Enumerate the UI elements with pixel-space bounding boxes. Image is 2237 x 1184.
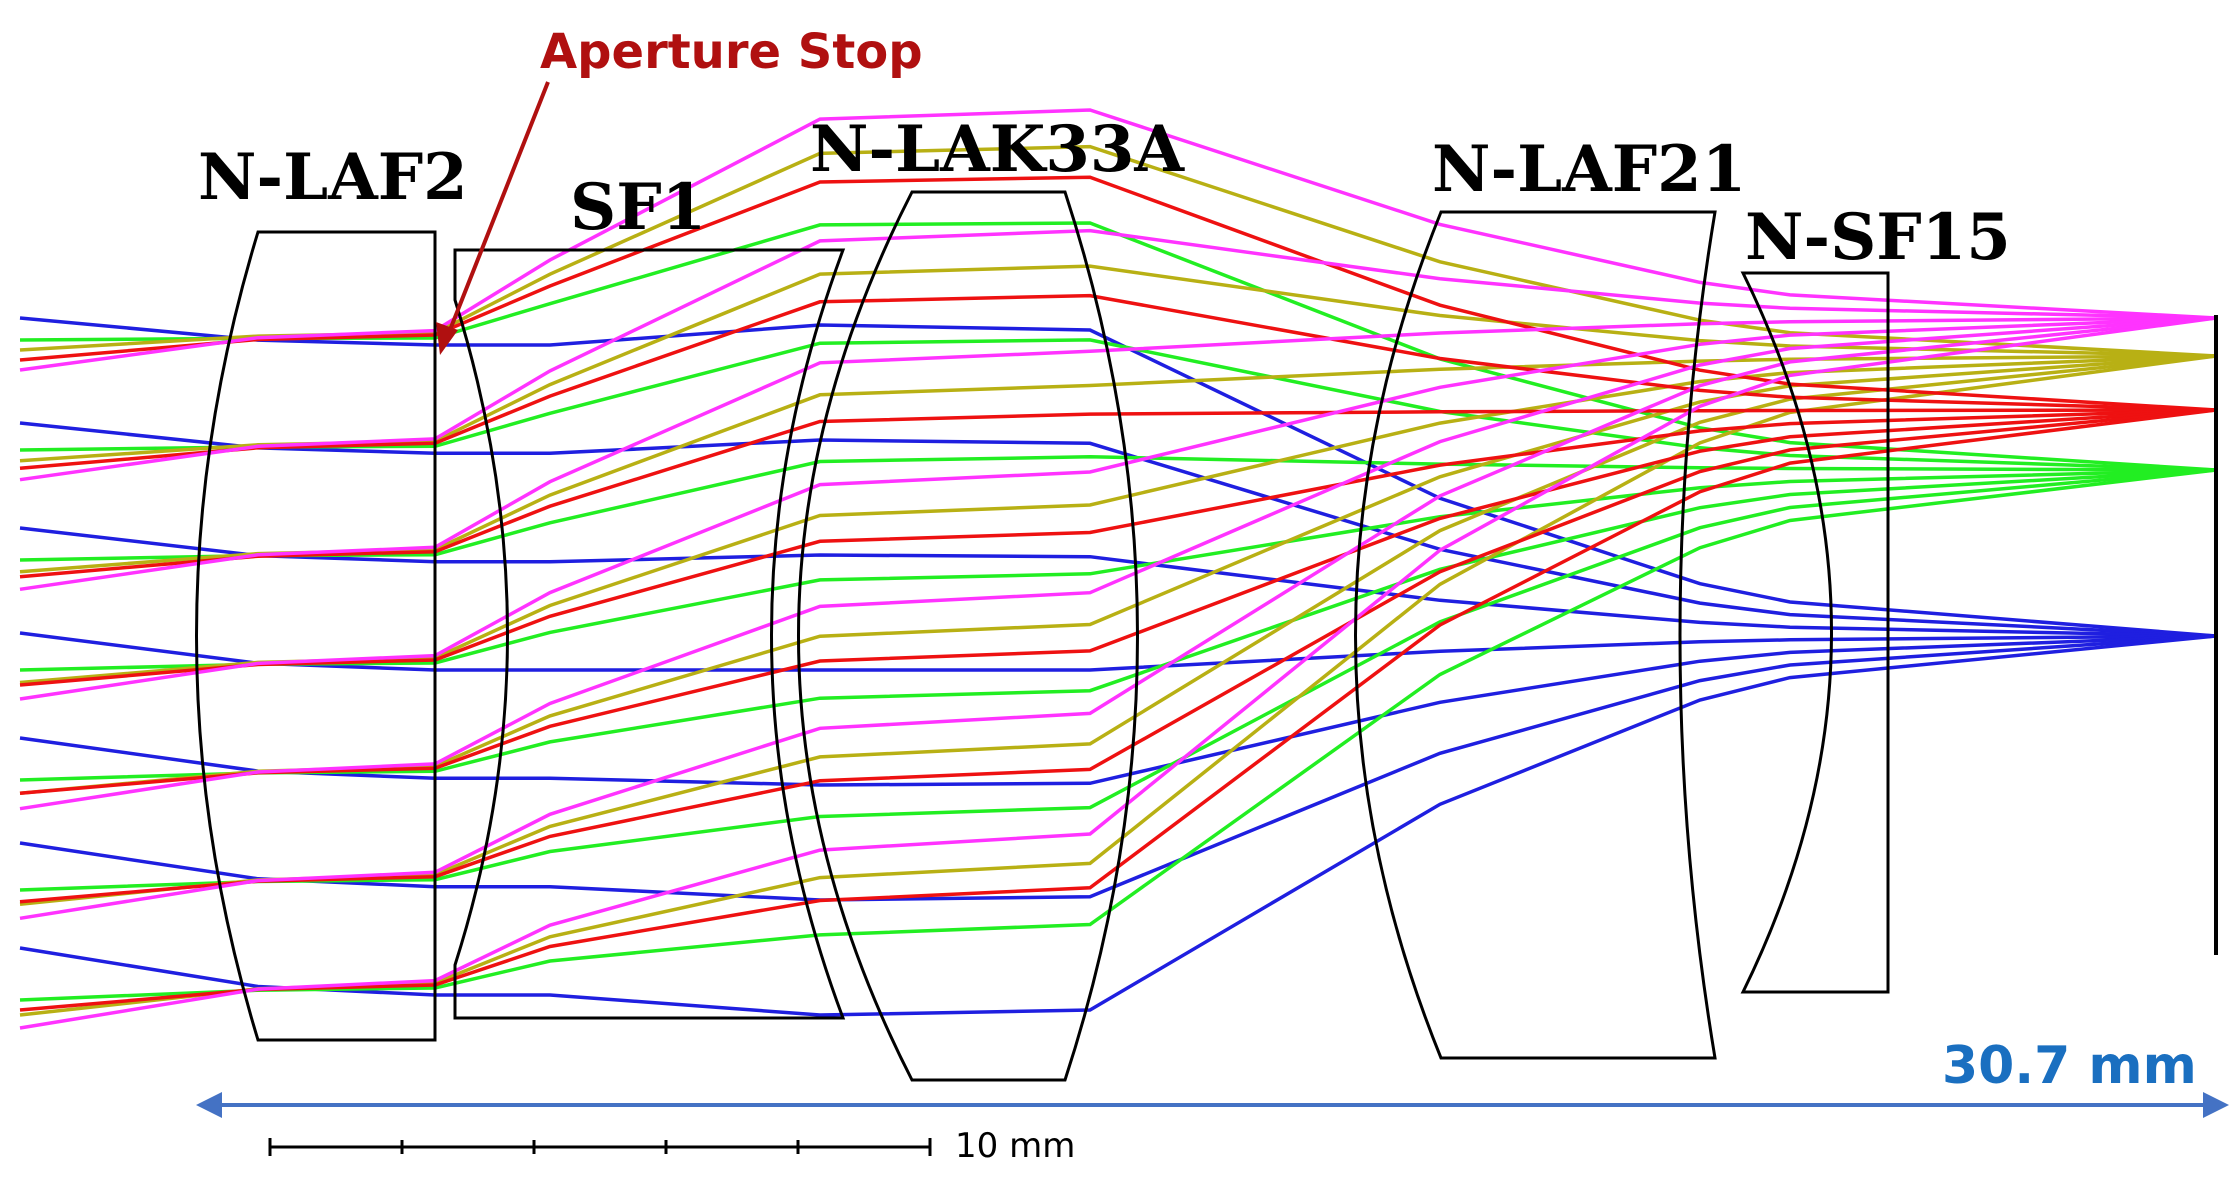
aperture-stop-label: Aperture Stop <box>540 24 923 80</box>
ray-magenta <box>19 108 2217 372</box>
ray-green <box>19 468 2217 1002</box>
lens-n-laf2-outline <box>195 230 437 1042</box>
total-length-label: 30.7 mm <box>1942 1036 2197 1096</box>
lens-sf1-outline <box>453 248 846 1020</box>
ray-blue <box>19 634 2217 902</box>
ray-blue <box>19 634 2217 787</box>
ray-blue <box>19 526 2217 638</box>
lens-n-lak33a-outline <box>797 190 1139 1082</box>
ray-red <box>19 408 2217 687</box>
ray-magenta <box>19 316 2217 1030</box>
ray-blue <box>19 631 2217 672</box>
ray-magenta <box>19 316 2217 811</box>
aperture-stop-arrow <box>436 81 550 355</box>
ray-magenta <box>19 316 2217 921</box>
lens-label-n-sf15: N-SF15 <box>1745 200 2011 275</box>
ray-blue <box>19 421 2217 638</box>
ray-red <box>19 175 2217 412</box>
ray-red <box>19 293 2217 471</box>
ray-magenta <box>19 316 2217 701</box>
scale-bar-label: 10 mm <box>955 1126 1076 1166</box>
ray-traces <box>19 108 2217 1030</box>
total-length-arrow <box>196 1092 2229 1118</box>
lens-label-n-laf21: N-LAF21 <box>1432 132 1747 207</box>
ray-magenta <box>19 228 2217 482</box>
ray-red <box>19 408 2217 579</box>
ray-red <box>19 408 2217 904</box>
lens-label-n-lak33a: N-LAK33A <box>810 112 1185 187</box>
lens-label-n-laf2: N-LAF2 <box>198 140 468 215</box>
ray-red <box>19 408 2217 1012</box>
scale-bar <box>268 1138 932 1156</box>
lens-n-laf21-outline <box>1354 210 1717 1060</box>
lens-label-sf1: SF1 <box>570 170 707 245</box>
lens-elements <box>195 190 2218 1082</box>
ray-blue <box>19 316 2217 638</box>
ray-red <box>19 408 2217 796</box>
ray-magenta <box>19 316 2217 592</box>
lens-n-sf15-outline <box>1740 271 1890 994</box>
